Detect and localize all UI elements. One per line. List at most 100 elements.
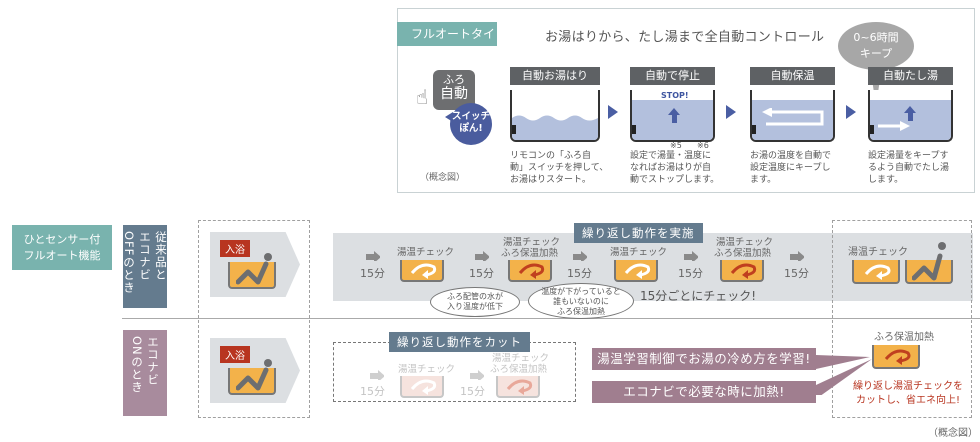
water-wave-icon [512, 115, 598, 140]
step-head-auto-stop: 自動で停止 [630, 67, 715, 85]
desc-line: します。 [868, 175, 904, 185]
desc-line: お湯の温度を自動で [750, 151, 832, 161]
bath-label: 入浴 [220, 240, 250, 257]
feature-label: ひとセンサー付 フルオート機能 [12, 225, 112, 270]
desc-line: ます。 [750, 175, 777, 185]
tub-auto-fill [510, 90, 600, 142]
check-heat-label: ふろ保温加熱 [501, 248, 559, 259]
heat-tub [496, 376, 540, 398]
switch-bubble: スイッチ ぽん! [450, 103, 492, 145]
panel-title: お湯はりから、たし湯まで全自動コントロール [545, 30, 825, 45]
check-tub [614, 260, 658, 282]
heater-icon [512, 125, 516, 134]
up-arrow-icon [904, 106, 916, 113]
interval-label: 15分 [567, 267, 592, 280]
flow-arrow-icon [846, 105, 856, 119]
keep-hours: 0~6時間 [853, 31, 899, 44]
loop-arrow-icon [730, 263, 757, 279]
keep-bubble: 0~6時間 キープ [838, 22, 914, 70]
switch-text: スイッチ [451, 111, 490, 122]
check-heat-label: 湯温チェック [716, 237, 774, 248]
stop-label: STOP! [661, 91, 689, 100]
loop-arrow-icon [410, 379, 437, 395]
connector-lines [816, 355, 872, 395]
pointing-hand-icon: ☝ [416, 85, 429, 109]
step-desc-auto-keep-warm: お湯の温度を自動で 設定温度にキープし ます。 [750, 150, 831, 186]
note-6: ※6 [697, 141, 709, 150]
up-arrow-stem [671, 115, 677, 123]
check-heat-label: 湯温チェック [503, 237, 561, 248]
loop-arrow-icon [884, 349, 911, 365]
step-head-auto-keep-warm: 自動保温 [750, 67, 835, 85]
interval-label: 15分 [360, 385, 385, 398]
feature-line: ひとセンサー付 [23, 233, 101, 246]
note-line: 誰もいないのに [553, 297, 609, 306]
note-5: ※5 [670, 141, 682, 150]
heat-tub [720, 260, 764, 282]
desc-line: リモコンの「ふろ自 [510, 151, 592, 161]
person-bathing-icon [912, 242, 946, 281]
desc-line: るよう自動でたし湯 [868, 163, 950, 173]
loop-arrow-icon [518, 263, 545, 279]
bath-column [198, 220, 310, 418]
result-line: カットし、省エネ向上! [855, 395, 960, 406]
flow-arrow-icon [726, 105, 736, 119]
row-divider [122, 318, 980, 319]
gray-arrow-icon [475, 251, 489, 261]
check-tub [852, 260, 900, 284]
gray-arrow-icon [684, 251, 698, 261]
desc-line: 設定温度にキープし [750, 163, 831, 173]
step-head-auto-fill: 自動お湯はり [510, 67, 600, 85]
desc-line: 動」スイッチを押して、 [510, 163, 609, 173]
loop-arrow-icon [410, 263, 437, 279]
step-desc-auto-fill: リモコンの「ふろ自 動」スイッチを押して、 お湯はりスタート。 [510, 150, 608, 186]
step-head-auto-topup: 自動たし湯 [868, 67, 953, 85]
label-line: ONのとき [130, 336, 144, 394]
check-label-faded: 湯温チェック [398, 364, 456, 375]
repeat-cut-label: 繰り返し動作をカット [389, 332, 530, 352]
heat-only-label: ふろ保温加熱 [874, 332, 934, 343]
row-label-econavi-on: エコナビ ONのとき [123, 330, 167, 416]
bath-label: 入浴 [220, 346, 250, 363]
heat-tub [872, 345, 920, 369]
tub-auto-topup [868, 90, 953, 142]
bath-step-off: 入浴 [210, 232, 300, 297]
loop-arrow-icon [624, 263, 651, 279]
econavi-heat-bar: エコナビで必要な時に加熱! [592, 381, 816, 403]
pon-text: ぽん! [459, 123, 483, 134]
check-label: 湯温チェック [397, 247, 455, 258]
gray-arrow-icon [573, 251, 587, 261]
note-bubble-heat: 温度が下がっていると 誰もいないのに ふろ保温加熱 [528, 283, 634, 319]
concept-label-bottom: （概念図） [928, 428, 978, 439]
gray-arrow-icon [470, 370, 484, 380]
interval-label: 15分 [460, 385, 485, 398]
desc-line: 動でストップします。 [630, 175, 720, 185]
row-on-text: エコナビ ONのとき [129, 336, 161, 416]
type-badge: フルオートタイプ [397, 22, 497, 65]
end-check-label: 湯温チェック [848, 247, 908, 258]
person-bathing-icon [236, 359, 272, 391]
tub-auto-keep-warm [750, 90, 835, 142]
label-line: エコナビ [146, 336, 160, 386]
note-line: 入り温度が低下 [447, 302, 503, 311]
step-desc-auto-topup: 設定湯量をキープす るよう自動でたし湯 します。 [868, 150, 949, 186]
check-heat-label: ふろ保温加熱 [714, 248, 772, 259]
gray-arrow-icon [790, 251, 804, 261]
check-heat-label-faded: ふろ保温加熱 [490, 364, 548, 375]
loop-arrow-icon [864, 264, 891, 280]
heater-icon [870, 125, 874, 134]
furo-label: ふろ [443, 73, 465, 86]
water [752, 100, 833, 140]
heater-icon [752, 125, 756, 134]
every-15-label: 15分ごとにチェック! [640, 289, 757, 303]
check-label: 湯温チェック [610, 247, 668, 258]
desc-line: お湯はりスタート。 [510, 175, 591, 185]
up-arrow-stem [907, 113, 913, 121]
gray-arrow-icon [370, 370, 384, 380]
note-bubble-pipe: ふろ配管の水が 入り温度が低下 [430, 287, 520, 317]
desc-line: 設定湯量をキープす [868, 151, 949, 161]
note-line: ふろ保温加熱 [557, 307, 605, 316]
desc-line: なればお湯はりが自 [630, 163, 712, 173]
gray-arrow-icon [366, 251, 380, 261]
check-heat-label-faded: 湯温チェック [492, 353, 550, 364]
